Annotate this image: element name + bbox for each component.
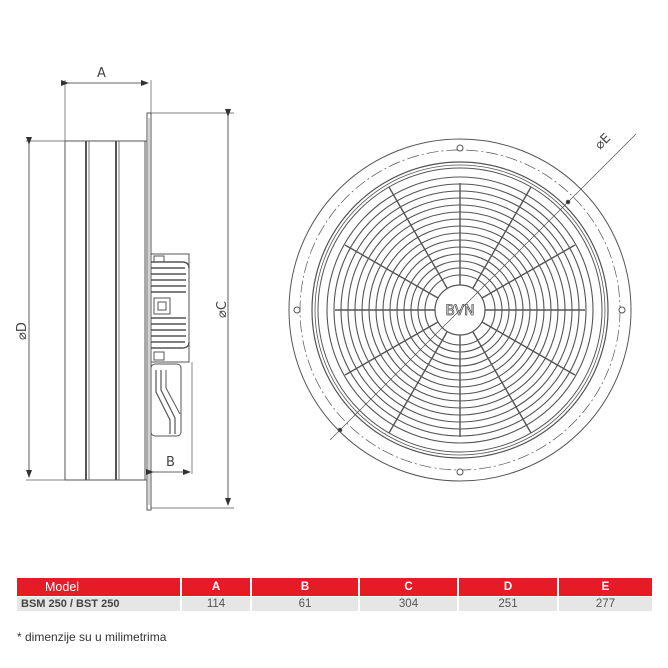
hub-logo: BVN — [445, 303, 474, 319]
mounting-bolts — [293, 144, 626, 476]
dimension-label-d: ⌀D — [15, 322, 30, 340]
cell-a: 114 — [182, 597, 250, 611]
grille-spokes — [335, 183, 585, 437]
motor-housing — [150, 253, 190, 437]
header-d: D — [459, 578, 557, 596]
header-a: A — [182, 578, 250, 596]
units-note: * dimenzije su u milimetrima — [17, 630, 167, 644]
header-e: E — [559, 578, 652, 596]
front-view — [288, 133, 637, 482]
fan-technical-drawing: A B ⌀C ⌀D — [15, 66, 637, 511]
cell-model: BSM 250 / BST 250 — [17, 597, 180, 611]
cell-e: 277 — [559, 597, 652, 611]
cell-b: 61 — [252, 597, 358, 611]
header-c: C — [360, 578, 457, 596]
side-view — [26, 80, 234, 511]
cell-c: 304 — [360, 597, 457, 611]
table-header-row: Model A B C D E — [17, 578, 652, 596]
dimension-label-c: ⌀C — [215, 301, 230, 318]
cell-d: 251 — [459, 597, 557, 611]
dimensions-table: Model A B C D E BSM 250 / BST 250 114 61… — [15, 577, 654, 612]
dimension-label-a: A — [97, 66, 106, 81]
header-b: B — [252, 578, 358, 596]
header-model: Model — [17, 578, 180, 596]
dimension-label-b: B — [166, 455, 175, 470]
table-row: BSM 250 / BST 250 114 61 304 251 277 — [17, 597, 652, 611]
dimension-label-e: ⌀E — [592, 131, 614, 153]
